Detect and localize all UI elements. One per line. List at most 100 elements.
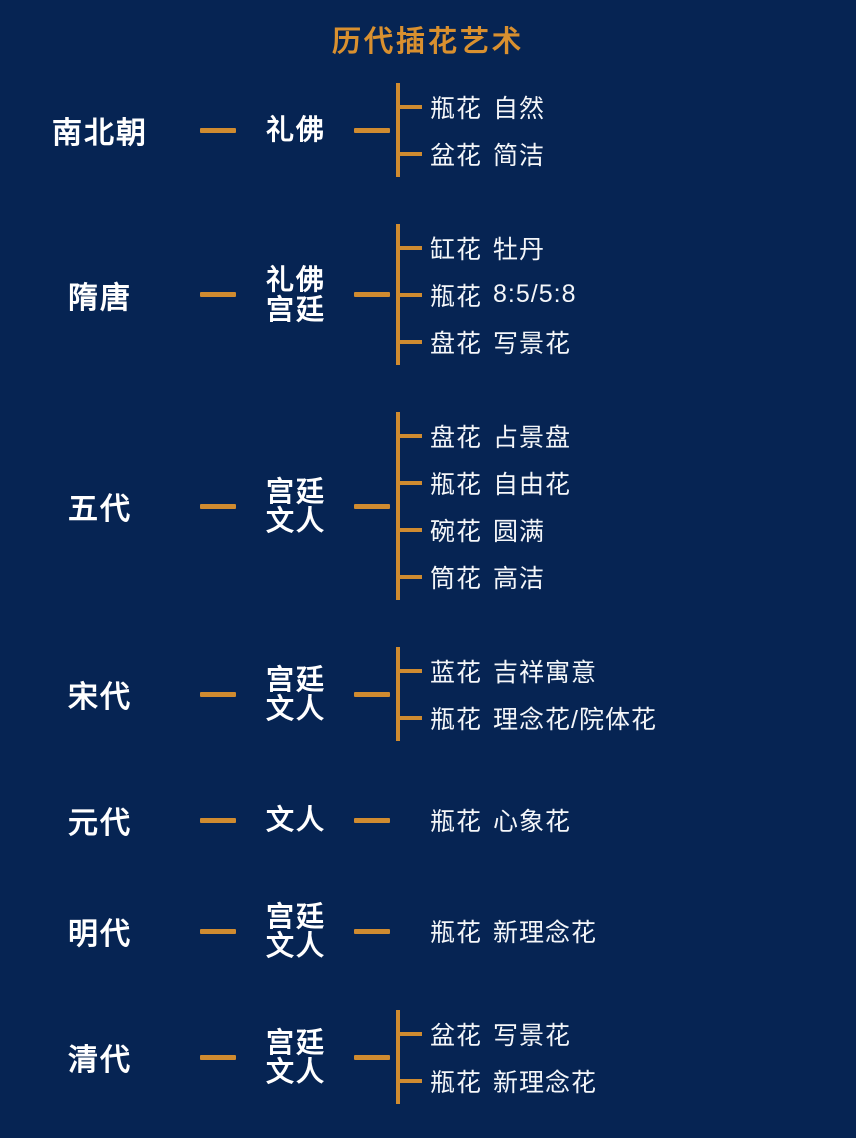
flower-type-item: 盆花写景花 (430, 1010, 856, 1057)
flower-type-item: 盘花占景盘 (430, 412, 856, 459)
patron-group-line: 礼佛 (265, 114, 326, 146)
flower-type-list: 盘花占景盘瓶花自由花碗花圆满筒花高洁 (430, 412, 856, 600)
flower-type-group: 瓶花自然盆花简洁 (396, 83, 856, 177)
patron-group-line: 宫廷 (265, 663, 326, 695)
patron-group: 宫廷文人 (244, 902, 348, 960)
flower-vessel-label: 碗花 (430, 517, 483, 546)
patron-group-line: 宫廷 (265, 1026, 326, 1058)
bracket-icon (396, 1010, 422, 1104)
era-row: 宋代宫廷文人蓝花吉祥寓意瓶花理念花/院体花 (0, 636, 856, 752)
flower-vessel-label: 瓶花 (430, 705, 483, 734)
connector-dash (200, 292, 236, 297)
flower-type-item: 碗花圆满 (430, 506, 856, 553)
bracket-tick (396, 480, 422, 485)
flower-style-label: 新理念花 (493, 1068, 598, 1097)
flower-style-label: 写景花 (493, 329, 572, 358)
flower-type-item: 瓶花 8:5/5:8 (430, 271, 856, 318)
patron-group-line: 宫廷 (265, 475, 326, 507)
bracket-tick (396, 715, 422, 720)
era-row: 明代 宫廷文人 瓶花新理念花 (0, 888, 856, 974)
flower-vessel-label: 盘花 (430, 423, 483, 452)
connector-dash (354, 928, 390, 934)
flower-vessel-label: 瓶花 (430, 282, 483, 311)
era-label: 明代 (68, 918, 132, 951)
connector-dash (200, 1054, 236, 1060)
flower-vessel-label: 瓶花 (430, 919, 483, 947)
flower-style-label: 新理念花 (493, 919, 598, 947)
flower-type-group: 瓶花新理念花 (396, 908, 856, 955)
flower-style-label: 简洁 (493, 141, 546, 170)
flower-type-item: 盘花写景花 (430, 318, 856, 365)
flower-style-label: 8:5/5:8 (493, 280, 577, 308)
bracket-tick (396, 245, 422, 250)
connector-dash (200, 503, 236, 509)
connector-dash (354, 817, 390, 823)
era-label: 五代 (68, 493, 132, 526)
era-label: 元代 (68, 807, 132, 840)
patron-group-line: 礼佛 (265, 264, 326, 296)
era-label: 隋唐 (68, 281, 132, 315)
flower-style-label: 高洁 (493, 564, 546, 593)
connector-dash (354, 127, 390, 133)
era-row: 五代宫廷文人盘花占景盘瓶花自由花碗花圆满筒花高洁 (0, 401, 856, 611)
flower-vessel-label: 瓶花 (430, 1068, 483, 1097)
flower-type-group: 缸花牡丹瓶花 8:5/5:8 盘花写景花 (396, 224, 856, 365)
flower-type-item: 瓶花自由花 (430, 459, 856, 506)
connector-dash (200, 127, 236, 133)
flower-vessel-label: 盆花 (430, 141, 483, 170)
flower-vessel-label: 盆花 (430, 1021, 483, 1050)
flower-type-group: 盆花写景花瓶花新理念花 (396, 1010, 856, 1104)
flower-type-list: 瓶花心象花 (430, 797, 856, 844)
era-row: 隋唐 礼佛宫廷 缸花牡丹瓶花 8:5/5:8 盘花写景花 (0, 213, 856, 376)
flower-style-label: 写景花 (493, 1021, 572, 1050)
bracket-tick (396, 574, 422, 579)
patron-group-line: 文人 (265, 1056, 326, 1087)
flower-type-item: 瓶花心象花 (430, 797, 856, 844)
bracket-tick (396, 433, 422, 438)
flower-type-group: 蓝花吉祥寓意瓶花理念花/院体花 (396, 647, 856, 741)
flower-vessel-label: 瓶花 (430, 808, 483, 836)
bracket-icon (396, 224, 422, 365)
flower-style-label: 理念花/院体花 (493, 705, 657, 734)
flower-vessel-label: 筒花 (430, 564, 483, 593)
flower-type-item: 筒花高洁 (430, 553, 856, 600)
flower-type-item: 瓶花新理念花 (430, 908, 856, 955)
flower-type-list: 盆花写景花瓶花新理念花 (430, 1010, 856, 1104)
era-row: 清代宫廷文人盆花写景花瓶花新理念花 (0, 999, 856, 1115)
patron-group-line: 文人 (265, 804, 326, 836)
patron-group: 宫廷文人 (244, 1028, 348, 1086)
flower-type-item: 瓶花理念花/院体花 (430, 694, 856, 741)
bracket-tick (396, 104, 422, 109)
flower-style-label: 牡丹 (493, 235, 546, 264)
flower-vessel-label: 缸花 (430, 235, 483, 264)
era-label: 清代 (68, 1044, 132, 1077)
flower-type-item: 瓶花新理念花 (430, 1057, 856, 1104)
patron-group: 礼佛 (244, 115, 348, 144)
bracket-tick (396, 1031, 422, 1036)
bracket-tick (396, 668, 422, 673)
bracket-spine (396, 412, 400, 600)
era-label: 宋代 (68, 681, 132, 714)
bracket-spine (396, 1010, 400, 1104)
flower-type-list: 缸花牡丹瓶花 8:5/5:8 盘花写景花 (430, 224, 856, 365)
patron-group-line: 宫廷 (265, 293, 326, 325)
flower-style-label: 自然 (493, 94, 546, 123)
flower-type-list: 瓶花自然盆花简洁 (430, 83, 856, 177)
bracket-icon (396, 412, 422, 600)
patron-group: 宫廷文人 (244, 477, 348, 535)
connector-dash (354, 503, 390, 509)
connector-dash (200, 928, 236, 934)
patron-group-line: 宫廷 (265, 900, 326, 932)
flower-style-label: 圆满 (493, 517, 546, 546)
flower-type-item: 蓝花吉祥寓意 (430, 647, 856, 694)
patron-group: 宫廷文人 (244, 665, 348, 723)
connector-dash (354, 292, 390, 297)
bracket-spine (396, 647, 400, 741)
flower-type-item: 瓶花自然 (430, 83, 856, 130)
era-row: 元代 文人 瓶花心象花 (0, 777, 856, 863)
flower-vessel-label: 瓶花 (430, 94, 483, 123)
patron-group: 文人 (244, 805, 348, 834)
flower-style-label: 吉祥寓意 (493, 658, 598, 687)
connector-dash (354, 691, 390, 697)
